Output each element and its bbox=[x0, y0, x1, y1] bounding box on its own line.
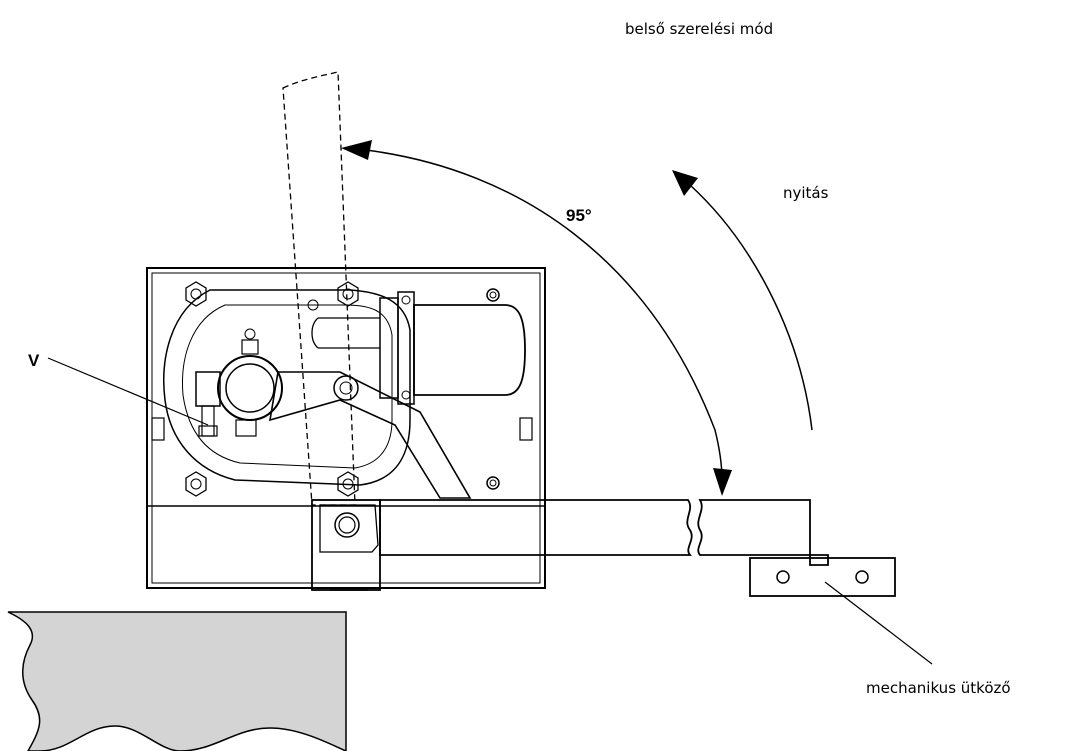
bolt-top-right bbox=[337, 281, 359, 307]
bolt-bottom-right bbox=[337, 471, 359, 497]
gear-mechanism bbox=[163, 281, 472, 499]
gate-leaf-open bbox=[282, 71, 356, 506]
ground-section bbox=[7, 611, 347, 751]
opening-arrow bbox=[672, 170, 813, 431]
opening-label: nyitás bbox=[783, 184, 829, 202]
bolt-bottom-left bbox=[185, 471, 207, 497]
hinge-block bbox=[311, 499, 381, 591]
angle-arc-95 bbox=[341, 140, 732, 496]
diagram-title: belső szerelési mód bbox=[625, 20, 773, 38]
valve-label: V bbox=[28, 351, 40, 370]
mechanical-stop bbox=[749, 557, 896, 597]
stop-label: mechanikus ütköző bbox=[866, 679, 1011, 697]
stop-leader bbox=[824, 581, 933, 665]
gate-operator-housing bbox=[146, 267, 546, 589]
gate-leaf-closed bbox=[379, 499, 829, 566]
angle-label: 95° bbox=[566, 206, 592, 225]
valve-leader bbox=[47, 357, 209, 426]
motor bbox=[311, 291, 526, 405]
bolt-top-left bbox=[185, 281, 207, 307]
